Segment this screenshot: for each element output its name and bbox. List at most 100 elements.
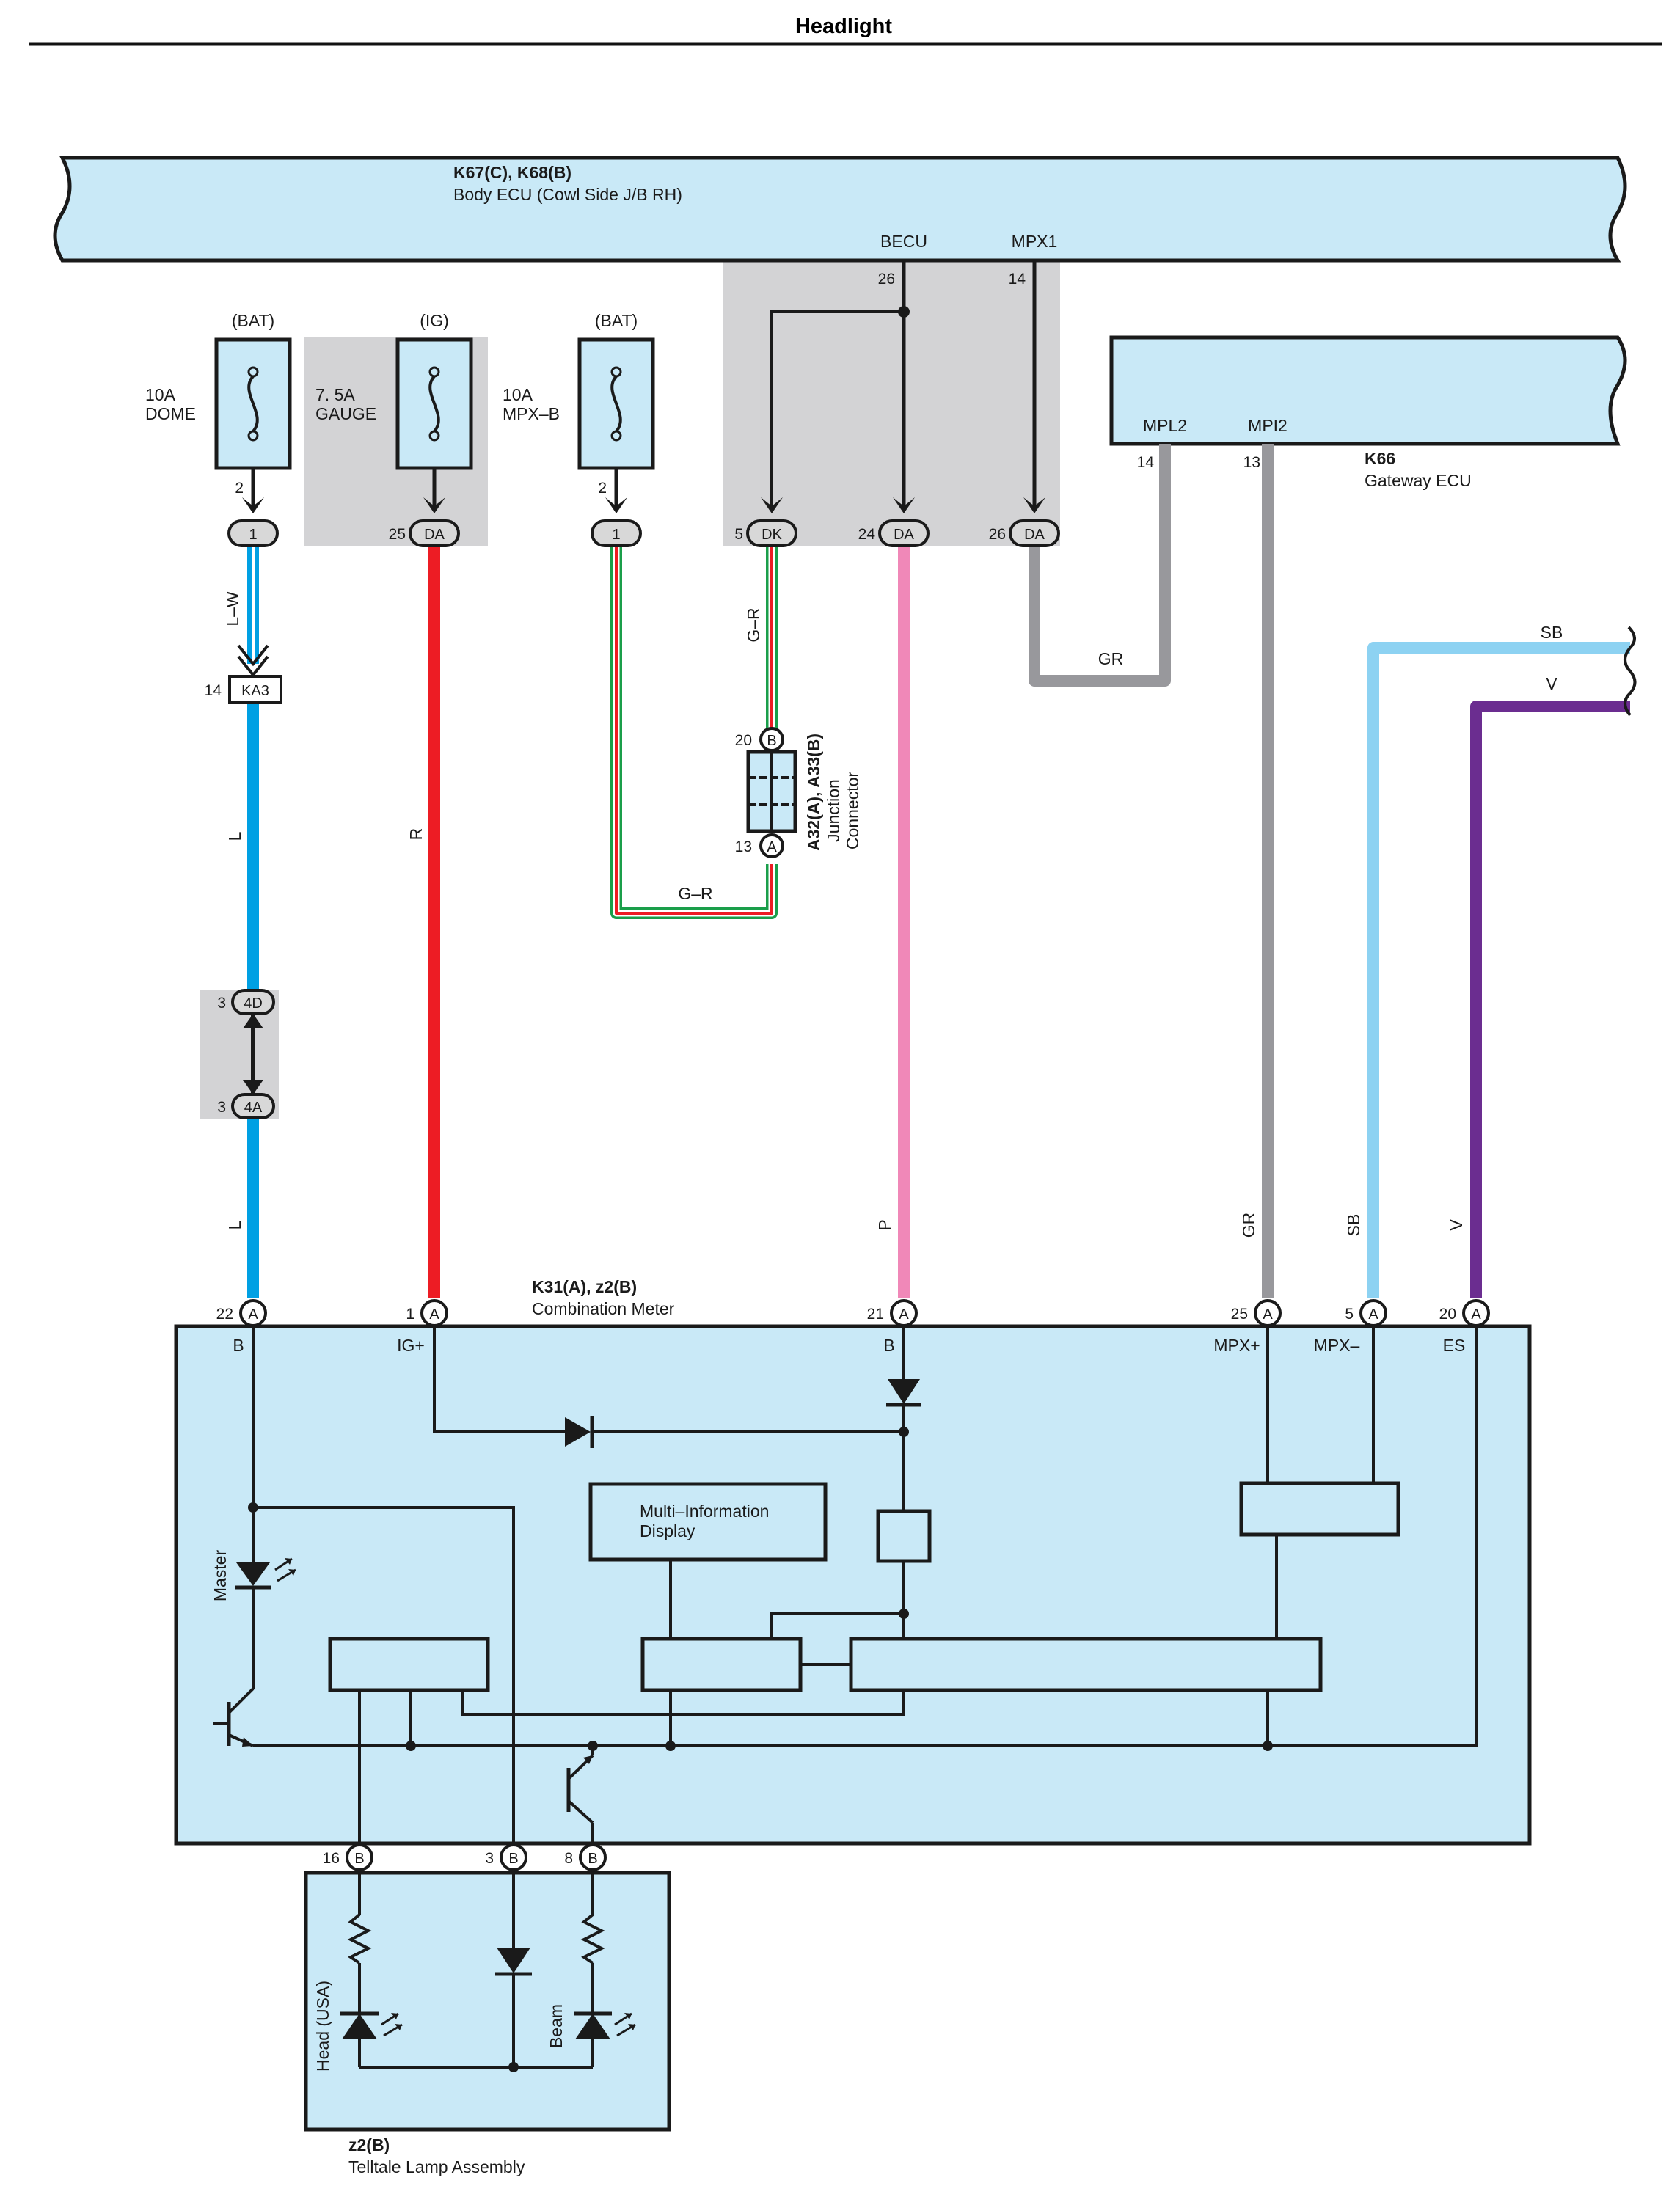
wire-label-gr-upper: GR	[1098, 649, 1124, 668]
connector-4a-pin: 3	[217, 1099, 226, 1116]
beam-label: Beam	[547, 2004, 566, 2048]
body-ecu-mpx1-pin: 14	[1009, 271, 1026, 288]
connector-da24: DA 24	[858, 519, 930, 547]
svg-text:DK: DK	[762, 527, 782, 543]
gateway-ecu-code: K66	[1365, 449, 1395, 468]
body-ecu-becu-label: BECU	[880, 232, 927, 251]
body-ecu-code: K67(C), K68(B)	[453, 163, 571, 182]
junction-top-pin: 20	[735, 732, 752, 749]
connector-ka3-pin: 14	[205, 682, 222, 699]
wire-v	[1470, 701, 1630, 1298]
fuse-dome: (BAT) 10A DOME 2	[145, 311, 292, 506]
svg-text:B: B	[767, 733, 776, 749]
svg-text:1: 1	[249, 527, 257, 543]
multi-information-display	[588, 1482, 828, 1562]
fuse-dome-name: DOME	[145, 404, 196, 423]
head-resistor	[347, 1913, 372, 1964]
wire-label-sb-lower: SB	[1344, 1214, 1363, 1237]
cpu-block	[849, 1637, 1323, 1692]
svg-text:16: 16	[323, 1850, 340, 1867]
svg-text:5: 5	[1345, 1306, 1354, 1323]
fuse-dome-pin: 2	[235, 480, 244, 497]
svg-text:1: 1	[406, 1306, 414, 1323]
fuse-gauge-supply: (IG)	[420, 311, 449, 330]
wire-label-l-lower: L	[225, 1220, 244, 1229]
svg-text:25: 25	[1231, 1306, 1248, 1323]
b-diode	[888, 1379, 920, 1404]
svg-text:A: A	[429, 1306, 439, 1323]
fuse-gauge-rating: 7. 5A	[315, 385, 355, 404]
meter-name: Combination Meter	[532, 1299, 675, 1318]
body-ecu-box	[53, 156, 1627, 263]
svg-text:A: A	[899, 1306, 909, 1323]
wire-label-gr-bottom: G–R	[678, 884, 712, 903]
page-title: Headlight	[795, 15, 892, 38]
wire-label-v-upper: V	[1546, 674, 1557, 693]
wire-label-lw: L–W	[223, 591, 242, 626]
connector-da26-pin: 26	[989, 526, 1006, 543]
connector-dk-pin: 5	[734, 526, 743, 543]
svg-text:21: 21	[867, 1306, 884, 1323]
wire-gr-mpxb	[610, 546, 778, 919]
svg-text:A: A	[248, 1306, 258, 1323]
connector-arrowheads	[242, 497, 1045, 513]
head-usa-label: Head (USA)	[313, 1981, 332, 2072]
gateway-mpi2-label: MPI2	[1248, 416, 1288, 435]
wire-label-l-upper: L	[225, 831, 244, 841]
body-ecu-becu-pin: 26	[878, 271, 895, 288]
telltale-name: Telltale Lamp Assembly	[348, 2157, 525, 2176]
svg-text:DA: DA	[894, 527, 914, 543]
control-block	[640, 1637, 803, 1692]
wire-label-r: R	[406, 828, 426, 841]
svg-text:ES: ES	[1443, 1336, 1466, 1355]
svg-text:DA: DA	[1024, 527, 1045, 543]
wire-label-gr-lower: GR	[1239, 1213, 1258, 1238]
body-ecu-connector-shade	[723, 260, 1060, 546]
beam-resistor	[580, 1913, 605, 1964]
telltale-code: z2(B)	[348, 2135, 390, 2154]
svg-text:A: A	[1263, 1306, 1273, 1323]
master-led	[236, 1562, 270, 1586]
junction-bottom-pin: 13	[735, 838, 752, 855]
junction-name-line2: Connector	[843, 772, 862, 849]
svg-text:B: B	[233, 1336, 244, 1355]
svg-text:MPX+: MPX+	[1213, 1336, 1260, 1355]
meter-top-pins: A 22 B A 1 IG+ A 21 B A 25 MPX+ A 5 MPX–…	[216, 1299, 1490, 1355]
svg-text:1: 1	[612, 527, 620, 543]
fuse-dome-supply: (BAT)	[232, 311, 274, 330]
junction-name-line1: Junction	[824, 779, 843, 842]
connector-4a: 4A	[244, 1100, 263, 1116]
svg-text:20: 20	[1439, 1306, 1456, 1323]
connector-da26: DA 26	[989, 519, 1060, 547]
wire-label-p: P	[875, 1219, 894, 1230]
wire-break-mark	[1624, 626, 1637, 717]
gateway-mpl2-pin: 14	[1137, 454, 1155, 471]
connector-dome-1: 1	[227, 519, 279, 547]
connector-4d: 4D	[244, 995, 263, 1012]
fuse-gauge-name: GAUGE	[315, 404, 376, 423]
telltale-lamp-box	[304, 1871, 671, 2132]
mpx-interface-block	[1239, 1481, 1400, 1537]
fuse-mpxb-rating: 10A	[503, 385, 533, 404]
svg-text:3: 3	[485, 1850, 494, 1867]
meter-internal-circuit: Master Multi–Information Display	[211, 1326, 1478, 1856]
wire-gr-mpl2	[1029, 444, 1171, 687]
telltale-diode	[497, 1948, 530, 1973]
fuse-dome-rating: 10A	[145, 385, 176, 404]
connector-mpxb-1: 1	[591, 519, 642, 547]
mid-label-1: Multi–Information	[640, 1502, 769, 1521]
connector-4d-4a: 4D 3 4A 3	[217, 989, 275, 1119]
svg-text:8: 8	[564, 1850, 573, 1867]
gateway-ecu-name: Gateway ECU	[1365, 471, 1472, 490]
junction-code: A32(A), A33(B)	[804, 734, 823, 851]
master-label: Master	[211, 1550, 230, 1602]
svg-text:B: B	[588, 1851, 597, 1867]
svg-text:IG+: IG+	[397, 1336, 425, 1355]
svg-text:MPX–: MPX–	[1314, 1336, 1360, 1355]
fuse-mpxb-name: MPX–B	[503, 404, 560, 423]
combination-meter-box	[174, 1324, 1532, 1846]
connector-da24-pin: 24	[858, 526, 876, 543]
fuse-mpxb-pin: 2	[598, 480, 607, 497]
connector-gauge-da: DA 25	[389, 519, 460, 547]
